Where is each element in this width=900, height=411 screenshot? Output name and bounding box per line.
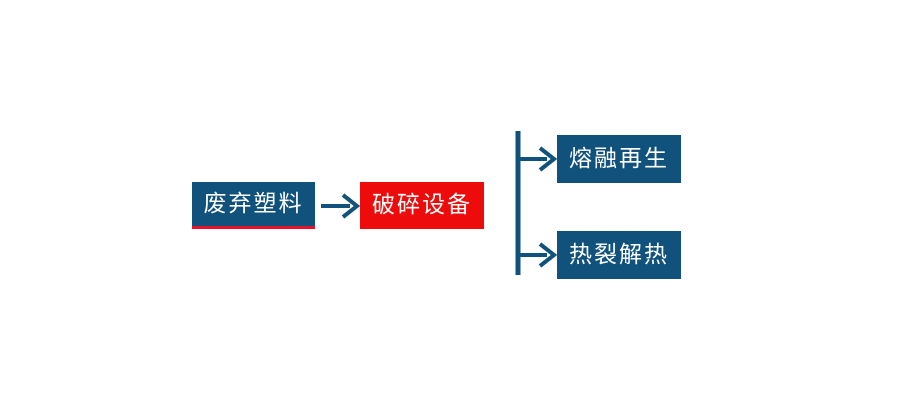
arrow-right-glyph bbox=[321, 193, 361, 219]
node-pyrolysis-heat[interactable]: 热裂解热 bbox=[557, 231, 681, 279]
node-pyrolysis-heat-label: 热裂解热 bbox=[569, 241, 669, 268]
branch-split-arrow-icon bbox=[505, 122, 565, 287]
node-crushing-equipment[interactable]: 破碎设备 bbox=[360, 182, 484, 229]
branch-split-glyph bbox=[515, 131, 558, 275]
node-waste-plastic[interactable]: 废弃塑料 bbox=[192, 182, 315, 229]
node-waste-plastic-label: 废弃塑料 bbox=[203, 190, 304, 217]
node-crushing-equipment-label: 破碎设备 bbox=[372, 192, 472, 218]
node-melt-regeneration-label: 熔融再生 bbox=[569, 145, 669, 172]
arrow-right-icon bbox=[320, 190, 362, 222]
node-melt-regeneration[interactable]: 熔融再生 bbox=[557, 135, 681, 183]
